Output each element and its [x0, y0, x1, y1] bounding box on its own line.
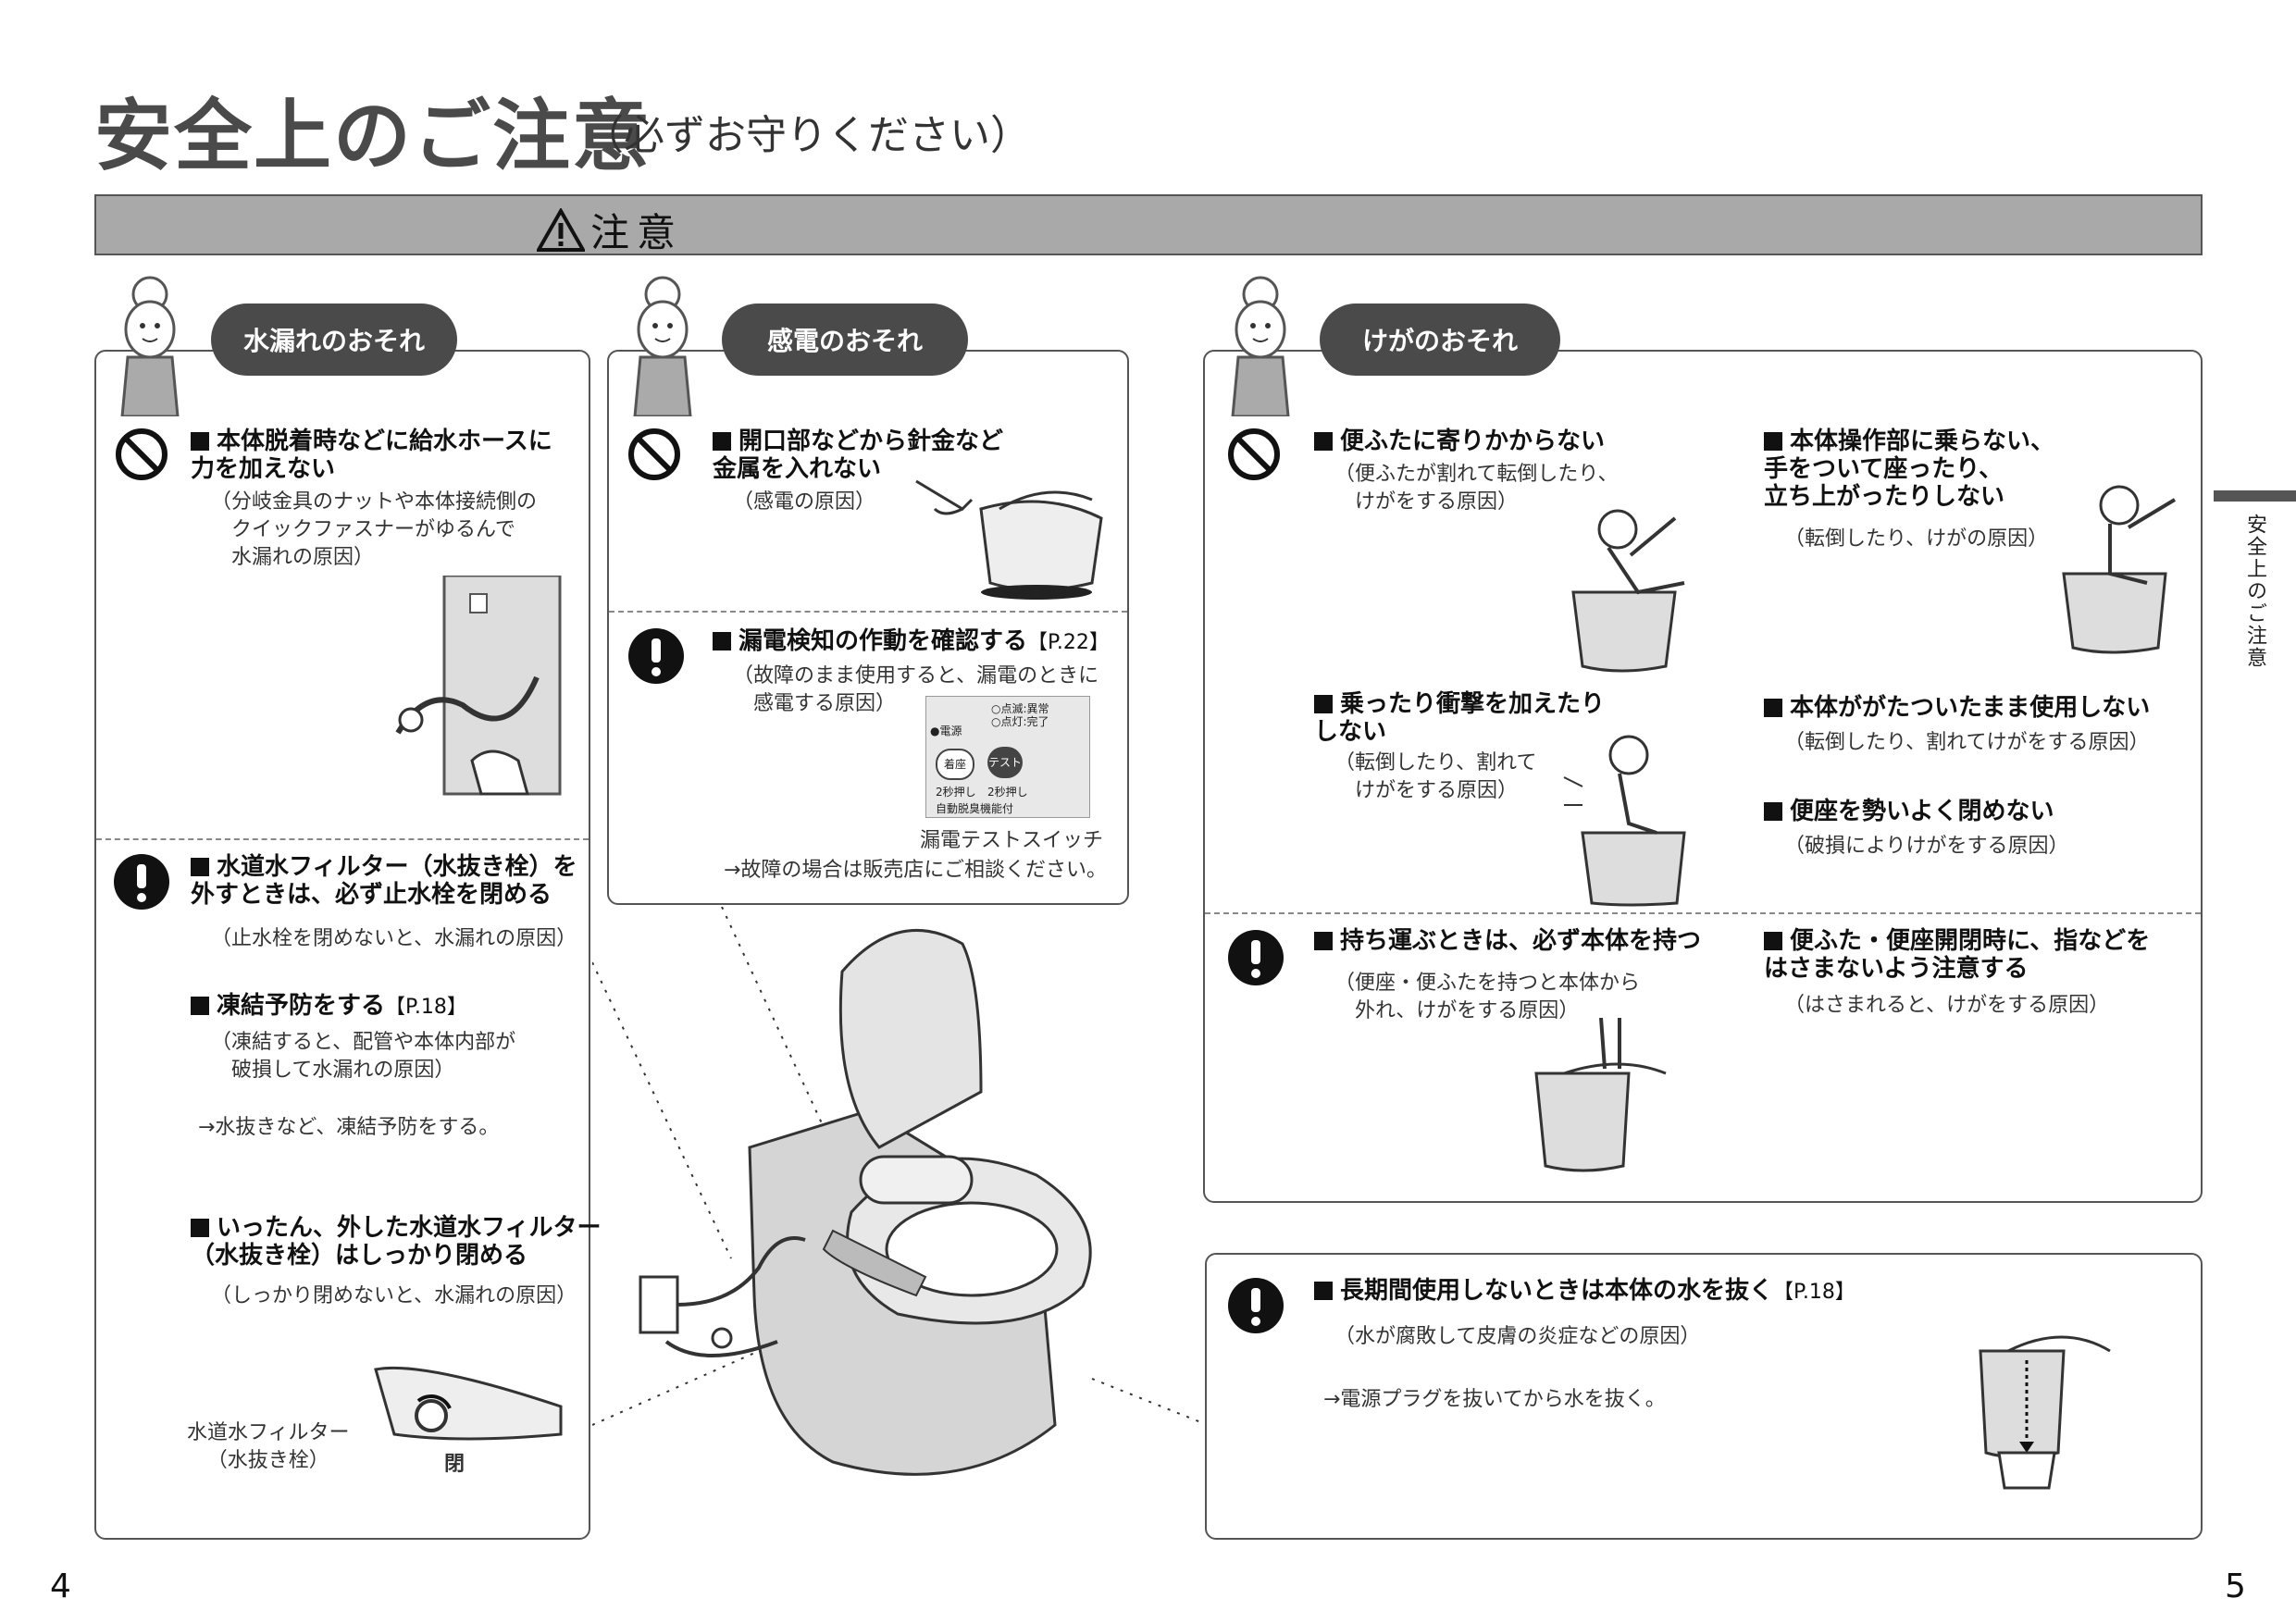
status-indicator-label: ○点滅:異常 ○点灯:完了	[991, 702, 1049, 728]
injury-item4-heading: 本体ががたついたまま使用しない	[1764, 694, 2150, 722]
water-divider	[96, 838, 589, 840]
injury-item3-heading: 乗ったり衝撃を加えたり しない	[1314, 690, 1606, 746]
prohibited-icon	[1228, 428, 1280, 480]
water-item3-note: （凍結すると、配管や本体内部が 破損して水漏れの原因）	[211, 1031, 516, 1082]
woman-illustration-icon	[1231, 276, 1290, 416]
page-title: 安全上のご注意	[94, 91, 652, 181]
drain-bucket-illustration-icon	[1979, 1335, 2111, 1490]
prohibited-icon	[116, 428, 168, 480]
water-leak-panel	[94, 350, 590, 1540]
water-item4-heading: いったん、外した水道水フィルター （水抜き栓）はしっかり閉める	[191, 1214, 602, 1270]
drain-note: （水が腐敗して皮膚の炎症などの原因）	[1334, 1325, 1701, 1348]
electric-shock-bubble: 感電のおそれ	[722, 304, 968, 376]
caution-bar	[94, 194, 2203, 255]
injury-item6-heading: 持ち運ぶときは、必ず本体を持つ	[1314, 927, 1701, 955]
woman-illustration-icon	[120, 276, 180, 416]
injury-item2-heading: 本体操作部に乗らない、 手をついて座ったり、 立ち上がったりしない	[1764, 427, 2055, 511]
electric-arrow-note: →故障の場合は販売店にご相談ください。	[724, 859, 1107, 882]
side-tab-label: 安全上のご注意	[2243, 514, 2266, 669]
drain-arrow: →電源プラグを抜いてから水を抜く。	[1323, 1388, 1666, 1411]
water-item2-heading: 水道水フィルター（水抜き栓）を 外すときは、必ず止水栓を閉める	[191, 853, 577, 909]
mandatory-icon	[114, 854, 169, 910]
water-item1-note: （分岐金具のナットや本体接続側の クイックファスナーがゆるんで 水漏れの原因）	[211, 490, 538, 569]
injury-item4-note: （転倒したり、割れてけがをする原因）	[1784, 731, 2150, 754]
water-item4-note: （しっかり閉めないと、水漏れの原因）	[211, 1284, 577, 1307]
close-label: 閉	[444, 1453, 465, 1476]
seat-sensor-button[interactable]: 着座	[936, 749, 974, 780]
leak-test-button[interactable]: テスト	[987, 747, 1023, 778]
filter-illustration-icon	[374, 1366, 563, 1441]
hold-label-2: 2秒押し	[987, 786, 1028, 799]
electric-item1-note: （感電の原因）	[733, 490, 876, 514]
caution-header: 注意	[537, 202, 683, 258]
injury-bubble: けがのおそれ	[1320, 304, 1560, 376]
mandatory-icon	[628, 628, 684, 684]
hose-illustration-icon	[395, 576, 562, 796]
injury-item3-note: （転倒したり、割れて けがをする原因）	[1334, 751, 1537, 802]
switch-caption: 漏電テストスイッチ	[920, 829, 1104, 852]
page-subtitle: （必ずお守りください）	[583, 112, 1031, 159]
power-indicator-label: ●電源	[930, 725, 962, 737]
mandatory-icon	[1228, 1278, 1284, 1333]
injury-item5-note: （破損によりけがをする原因）	[1784, 835, 2069, 858]
electric-item1-heading: 開口部などから針金など 金属を入れない	[713, 427, 1004, 483]
electric-divider	[609, 611, 1127, 613]
water-item3-heading: 凍結予防をする【P.18】	[191, 992, 467, 1022]
child-jumping-illustration-icon	[1563, 735, 1686, 907]
filter-label: 水道水フィルター （水抜き栓）	[187, 1421, 350, 1472]
toilet-main-illustration-icon	[592, 907, 1209, 1476]
hold-label-1: 2秒押し	[936, 786, 976, 799]
water-leak-bubble: 水漏れのおそれ	[211, 304, 457, 376]
deodorizer-label: 自動脱臭機能付	[936, 802, 1014, 815]
injury-item5-heading: 便座を勢いよく閉めない	[1764, 798, 2054, 825]
water-item2-note: （止水栓を閉めないと、水漏れの原因）	[211, 927, 577, 950]
injury-panel	[1203, 350, 2203, 1203]
injury-item1-note: （便ふたが割れて転倒したり、 けがをする原因）	[1334, 463, 1619, 514]
woman-illustration-icon	[633, 276, 692, 416]
injury-item7-heading: 便ふた・便座開閉時に、指などを はさまないよう注意する	[1764, 927, 2151, 983]
injury-item7-note: （はさまれると、けがをする原因）	[1784, 994, 2110, 1017]
injury-item2-note: （転倒したり、けがの原因）	[1784, 527, 2049, 551]
toilet-wire-illustration-icon	[915, 479, 1103, 600]
prohibited-icon	[628, 428, 680, 480]
page-number-right: 5	[2225, 1567, 2246, 1605]
water-item1-heading: 本体脱着時などに給水ホースに 力を加えない	[191, 427, 552, 483]
leak-test-switch-panel: ●電源 ○点滅:異常 ○点灯:完了 着座 テスト 2秒押し 2秒押し 自動脱臭機…	[925, 696, 1090, 818]
water-item3-arrow: →水抜きなど、凍結予防をする。	[198, 1116, 500, 1139]
injury-divider	[1205, 912, 2201, 914]
electric-item2-note: （故障のまま使用すると、漏電のときに 感電する原因）	[733, 664, 1099, 715]
electric-item2-heading: 漏電検知の作動を確認する【P.22】	[713, 627, 1110, 657]
injury-item1-heading: 便ふたに寄りかからない	[1314, 427, 1605, 455]
warning-triangle-icon	[537, 207, 585, 252]
side-tab-marker	[2214, 490, 2296, 502]
drain-heading: 長期間使用しないときは本体の水を抜く【P.18】	[1314, 1277, 1855, 1307]
child-standing-illustration-icon	[2062, 485, 2177, 654]
page-number-left: 4	[50, 1567, 71, 1605]
caution-label: 注意	[590, 210, 684, 255]
mandatory-icon	[1228, 930, 1284, 985]
carry-toilet-illustration-icon	[1534, 1018, 1667, 1172]
child-leaning-illustration-icon	[1571, 509, 1685, 673]
injury-item6-note: （便座・便ふたを持つと本体から 外れ、けがをする原因）	[1334, 972, 1641, 1022]
